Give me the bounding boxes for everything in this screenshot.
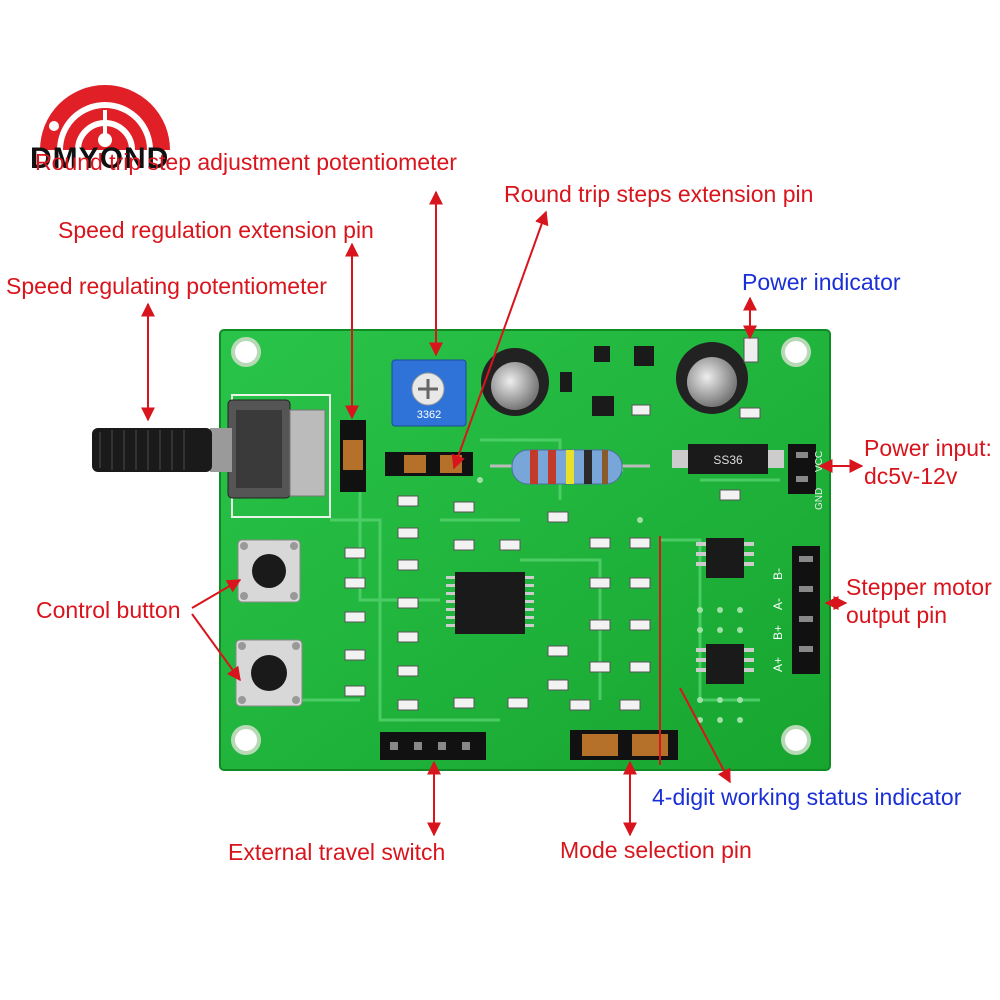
round-trip-jumper-header — [385, 452, 473, 476]
label-speed-pot: Speed regulating potentiometer — [6, 273, 327, 299]
b-minus-silk: B- — [771, 568, 785, 580]
b-plus-silk: B+ — [771, 625, 785, 640]
main-ic — [446, 572, 534, 634]
a-minus-silk: A- — [771, 598, 785, 610]
label-power-indicator: Power indicator — [742, 269, 901, 295]
smd-components — [344, 404, 761, 711]
label-power-input-line1: Power input: — [864, 435, 992, 461]
driver-ic-2 — [696, 644, 754, 684]
mode-selection-header — [570, 730, 678, 760]
push-button-1 — [237, 539, 301, 603]
gnd-silk: GND — [814, 488, 825, 510]
label-status-indicator: 4-digit working status indicator — [652, 784, 962, 810]
speed-jumper-header — [340, 420, 366, 492]
trimmer-marking: 3362 — [417, 409, 441, 421]
label-travel-switch: External travel switch — [228, 839, 446, 865]
power-led — [743, 337, 759, 363]
label-control-button: Control button — [36, 597, 181, 623]
a-plus-silk: A+ — [771, 657, 785, 672]
push-button-2 — [235, 639, 303, 707]
annotation-arrows — [141, 190, 864, 837]
label-mode-pin: Mode selection pin — [560, 837, 752, 863]
capacitor-2 — [676, 342, 748, 414]
label-stepper-line2: output pin — [846, 602, 948, 628]
brand-logo — [40, 85, 170, 151]
label-power-input-line2: dc5v-12v — [864, 463, 958, 489]
brand-name: DMYOND — [30, 142, 170, 175]
label-speed-ext-pin: Speed regulation extension pin — [58, 217, 374, 243]
pcb-board — [219, 329, 831, 771]
label-round-trip-pot: Round trip step adjustment potentiometer — [35, 149, 457, 175]
label-round-trip-pin: Round trip steps extension pin — [504, 181, 814, 207]
label-stepper-line1: Stepper motor — [846, 574, 992, 600]
vcc-silk: VCC — [814, 451, 825, 472]
trimmer-potentiometer: 3362 — [391, 359, 467, 427]
driver-ic-1 — [696, 538, 754, 578]
capacitor-1 — [481, 348, 549, 416]
travel-switch-header — [380, 732, 486, 760]
stepper-output-header: A+ B+ A- B- — [771, 546, 820, 674]
diode-marking: SS36 — [713, 453, 743, 467]
speed-potentiometer — [92, 399, 326, 499]
diode: SS36 — [672, 444, 784, 474]
